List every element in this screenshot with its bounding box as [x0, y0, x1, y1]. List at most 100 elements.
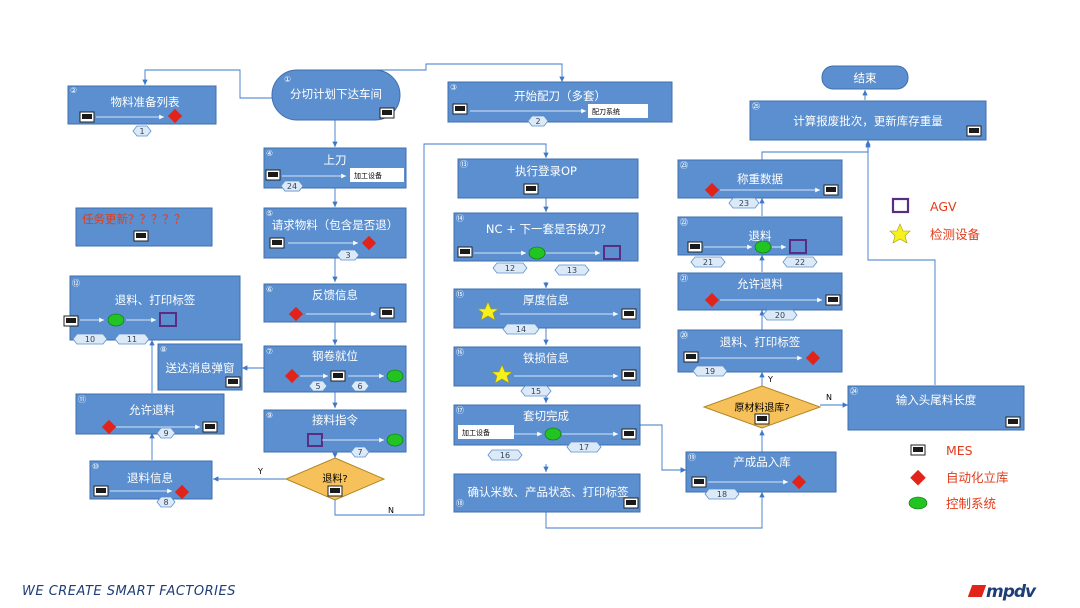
- mes-icon: [79, 111, 95, 123]
- mes-icon: [330, 370, 346, 382]
- mes-icon: [621, 428, 637, 440]
- step-9-number: ⑨: [266, 411, 273, 420]
- step-tag-23: [728, 197, 760, 209]
- step-17-number: ⑰: [456, 406, 464, 415]
- step-tag-label-2: 2: [535, 117, 540, 126]
- step-23-box[interactable]: ㉓ 称重数据: [677, 159, 843, 199]
- step-13-title: 执行登录OP: [515, 164, 577, 178]
- step-11-box[interactable]: ⑪ 允许退料: [75, 393, 225, 435]
- step-10-title: 退料信息: [127, 471, 173, 485]
- step-21-box[interactable]: ㉑ 允许退料: [677, 272, 843, 311]
- step-25-box[interactable]: ㉕ 计算报废批次，更新库存重量: [749, 100, 987, 141]
- step-10-box[interactable]: ⑩ 退料信息: [89, 460, 213, 500]
- step-24-title: 输入头尾料长度: [896, 393, 977, 407]
- step-19-title: 产成品入库: [733, 455, 791, 469]
- company-logo[interactable]: mpdv: [967, 582, 1036, 602]
- step-12-number: ⑫: [72, 279, 80, 288]
- mes-icon: [623, 497, 639, 509]
- step-18-box[interactable]: ⑱ 确认米数、产品状态、打印标签: [453, 473, 641, 513]
- step-6-title: 反馈信息: [312, 288, 358, 302]
- step-3-number: ③: [450, 83, 457, 92]
- step-tag-17: [566, 441, 602, 453]
- step-tag-3: [336, 249, 360, 261]
- legend-mes-icon: [910, 444, 926, 456]
- step-19-box[interactable]: ⑲ 产成品入库: [685, 451, 837, 493]
- control-system-icon: [754, 240, 772, 254]
- step-tag-label-3: 3: [345, 251, 350, 260]
- step-tag-label-6: 6: [357, 382, 362, 391]
- agv-icon: [159, 312, 177, 327]
- step-tag-label-12: 12: [505, 264, 515, 273]
- step-21-number: ㉑: [680, 274, 688, 283]
- decision-label: 退料?: [322, 472, 347, 485]
- step-22-box[interactable]: ㉒ 退料: [677, 216, 843, 256]
- step-5-box[interactable]: ⑤ 请求物料（包含是否退）: [263, 207, 407, 259]
- agv-icon: [789, 239, 807, 254]
- mes-icon: [823, 184, 839, 196]
- step-tag-label-8: 8: [163, 498, 168, 507]
- mes-icon: [265, 169, 281, 181]
- task-update-text: 任务更新？？？？？: [82, 212, 186, 226]
- legend-control-icon: [908, 496, 928, 510]
- step-1-number: ①: [284, 75, 291, 84]
- step-20-box[interactable]: ⑳ 退料、打印标签: [677, 329, 843, 373]
- step-3-title: 开始配刀（多套）: [514, 89, 606, 103]
- connector-lines: [142, 63, 936, 529]
- mes-icon: [687, 241, 703, 253]
- step-22-number: ㉒: [680, 218, 688, 227]
- mes-icon: [133, 230, 149, 242]
- end-terminal[interactable]: 结束: [821, 65, 909, 90]
- decision-label: 原材料退库?: [734, 401, 789, 414]
- step-22-title: 退料: [749, 229, 772, 243]
- step-tag-label-13: 13: [567, 266, 577, 275]
- step-7-box[interactable]: ⑦ 钢卷就位: [263, 345, 407, 393]
- warehouse-diamond-icon: [288, 306, 304, 322]
- mes-icon: [63, 315, 79, 327]
- step-tag-label-7: 7: [357, 448, 362, 457]
- control-system-icon: [528, 246, 546, 260]
- step-2-number: ②: [70, 86, 77, 95]
- step-20-title: 退料、打印标签: [720, 335, 801, 349]
- step-tag-20: [762, 309, 798, 321]
- step-1-start[interactable]: ① 分切计划下达车间: [271, 69, 401, 121]
- step-13-box[interactable]: ⑬ 执行登录OP: [457, 158, 639, 199]
- task-update-note: 任务更新？？？？？: [75, 207, 213, 247]
- step-16-box[interactable]: ⑯ 铁损信息: [453, 346, 641, 387]
- step-16-number: ⑯: [456, 348, 464, 357]
- step-6-box[interactable]: ⑥ 反馈信息: [263, 283, 407, 323]
- step-tag-label-15: 15: [531, 387, 541, 396]
- end-label: 结束: [854, 71, 877, 85]
- warehouse-diamond-icon: [284, 368, 300, 384]
- step-tag-label-23: 23: [739, 199, 749, 208]
- step-4-title: 上刀: [324, 153, 347, 167]
- step-tag-label-5: 5: [315, 382, 320, 391]
- step-15-box[interactable]: ⑮ 厚度信息: [453, 288, 641, 329]
- step-tag-21: [690, 256, 726, 268]
- step-10-number: ⑩: [92, 462, 99, 471]
- agv-icon: [603, 245, 621, 260]
- control-system-icon: [544, 427, 562, 441]
- mes-icon: [457, 246, 473, 258]
- step-tag-label-11: 11: [127, 335, 137, 344]
- step-tag-1: [132, 125, 152, 137]
- step-4-number: ④: [266, 149, 273, 158]
- step-12-box[interactable]: ⑫ 退料、打印标签: [63, 275, 241, 341]
- raw-return-decision[interactable]: 原材料退库? Y N: [702, 375, 832, 429]
- return-material-decision[interactable]: 退料? Y N: [257, 457, 394, 515]
- control-system-icon: [386, 369, 404, 383]
- step-8-box[interactable]: ⑧ 送达消息弹窗: [157, 343, 243, 391]
- step-4-note: 加工设备: [354, 171, 382, 180]
- mes-icon: [379, 107, 395, 119]
- step-14-box[interactable]: ⑭ NC + 下一套是否换刀?: [453, 212, 639, 262]
- step-2-box[interactable]: ② 物料准备列表: [67, 85, 217, 125]
- step-17-box[interactable]: ⑰ 套切完成 加工设备: [453, 404, 641, 446]
- step-tag-label-9: 9: [163, 429, 168, 438]
- step-16-title: 铁损信息: [523, 351, 569, 365]
- step-3-box[interactable]: ③ 开始配刀（多套） 配刀系统: [447, 81, 673, 123]
- step-tag-label-21: 21: [703, 258, 713, 267]
- mes-icon: [93, 485, 109, 497]
- step-tag-label-19: 19: [705, 367, 715, 376]
- step-9-box[interactable]: ⑨ 接料指令: [263, 409, 407, 453]
- step-24-box[interactable]: ㉔ 输入头尾料长度: [847, 385, 1025, 431]
- step-tag-label-18: 18: [717, 490, 727, 499]
